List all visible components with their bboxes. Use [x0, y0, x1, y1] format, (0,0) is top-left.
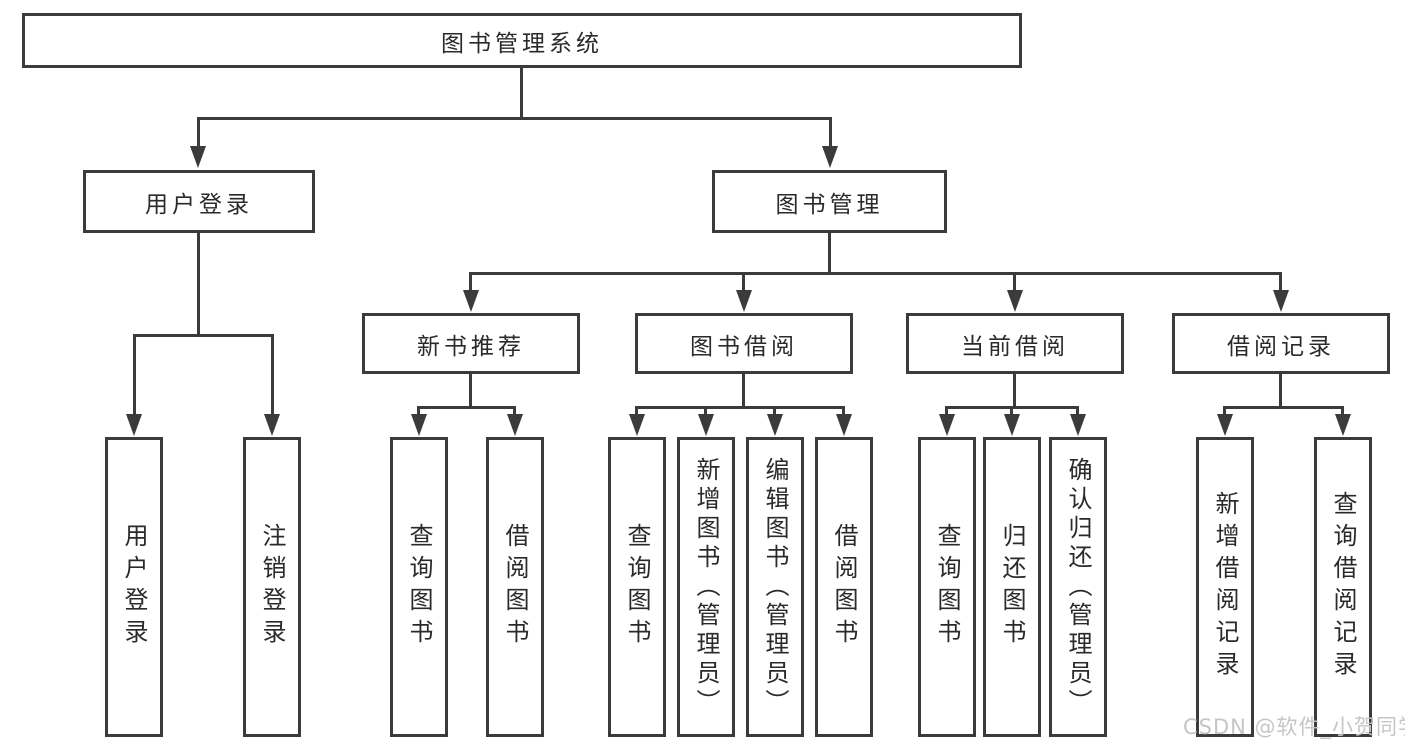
connector-mgmt-stem: [828, 233, 831, 274]
leaf-add-borrow-record: 新增借阅记录: [1196, 437, 1254, 737]
arrow-down-icon: [1217, 414, 1233, 436]
connector-borrow-stub: [635, 406, 638, 418]
leaf-query-book-recommend: 查询图书: [390, 437, 448, 737]
connector-newbook-stub: [417, 406, 420, 418]
arrow-down-icon: [736, 290, 752, 312]
arrow-down-icon: [836, 414, 852, 436]
connector-user-stem: [197, 233, 200, 337]
leaf-logout: 注销登录: [243, 437, 301, 737]
arrow-down-icon: [507, 414, 523, 436]
leaf-label: 新增图书（管理员）: [692, 456, 720, 718]
connector-root-stub-right: [829, 117, 832, 150]
leaf-borrow-book-recommend: 借阅图书: [486, 437, 544, 737]
connector-mgmt-branch: [469, 272, 1282, 275]
node-library-management-system: 图书管理系统: [22, 13, 1022, 68]
leaf-label: 归还图书: [998, 523, 1026, 651]
arrow-down-icon: [411, 414, 427, 436]
connector-user-stub: [271, 334, 274, 416]
leaf-label: 用户登录: [120, 523, 148, 651]
connector-newbook-stub: [513, 406, 516, 418]
node-current-borrowing: 当前借阅: [906, 313, 1124, 374]
connector-user-branch: [133, 334, 274, 337]
leaf-edit-book-admin: 编辑图书（管理员）: [746, 437, 804, 737]
connector-borrow-stub: [773, 406, 776, 418]
connector-mgmt-stub: [742, 272, 745, 292]
arrow-down-icon: [264, 414, 280, 436]
leaf-query-book-current: 查询图书: [918, 437, 976, 737]
connector-records-stem: [1279, 374, 1282, 408]
node-borrow-records: 借阅记录: [1172, 313, 1390, 374]
node-book-borrowing: 图书借阅: [635, 313, 853, 374]
connector-newbook-branch: [417, 406, 516, 409]
arrow-down-icon: [463, 290, 479, 312]
leaf-label: 查询图书: [405, 523, 433, 651]
leaf-label: 新增借阅记录: [1211, 491, 1239, 683]
connector-records-branch: [1223, 406, 1344, 409]
arrow-down-icon: [1335, 414, 1351, 436]
csdn-watermark: CSDN @软件_小贺同学: [1183, 715, 1405, 739]
leaf-add-book-admin: 新增图书（管理员）: [677, 437, 735, 737]
arrow-down-icon: [190, 146, 206, 168]
leaf-label: 借阅图书: [501, 523, 529, 651]
connector-current-stub: [1010, 406, 1013, 418]
leaf-label: 确认归还（管理员）: [1064, 456, 1092, 718]
arrow-down-icon: [767, 414, 783, 436]
leaf-return-book: 归还图书: [983, 437, 1041, 737]
arrow-down-icon: [698, 414, 714, 436]
leaf-label: 借阅图书: [830, 523, 858, 651]
connector-records-stub: [1341, 406, 1344, 418]
connector-borrow-stub: [704, 406, 707, 418]
arrow-down-icon: [1004, 414, 1020, 436]
node-new-book-recommend: 新书推荐: [362, 313, 580, 374]
connector-root-branch: [197, 117, 832, 120]
node-user-login: 用户登录: [83, 170, 315, 233]
leaf-query-book-borrow: 查询图书: [608, 437, 666, 737]
arrow-down-icon: [822, 146, 838, 168]
connector-borrow-branch: [635, 406, 845, 409]
leaf-label: 查询图书: [933, 523, 961, 651]
leaf-label: 注销登录: [258, 523, 286, 651]
connector-newbook-stem: [469, 374, 472, 408]
connector-current-stub: [945, 406, 948, 418]
connector-records-stub: [1223, 406, 1226, 418]
node-book-management: 图书管理: [712, 170, 947, 233]
leaf-label: 编辑图书（管理员）: [761, 456, 789, 718]
arrow-down-icon: [126, 414, 142, 436]
connector-borrow-stem: [742, 374, 745, 408]
arrow-down-icon: [1273, 290, 1289, 312]
leaf-query-borrow-record: 查询借阅记录: [1314, 437, 1372, 737]
leaf-confirm-return-admin: 确认归还（管理员）: [1049, 437, 1107, 737]
arrow-down-icon: [1070, 414, 1086, 436]
connector-mgmt-stub: [1279, 272, 1282, 292]
leaf-user-login: 用户登录: [105, 437, 163, 737]
leaf-label: 查询借阅记录: [1329, 491, 1357, 683]
connector-borrow-stub: [842, 406, 845, 418]
leaf-borrow-book: 借阅图书: [815, 437, 873, 737]
connector-current-stub: [1076, 406, 1079, 418]
arrow-down-icon: [939, 414, 955, 436]
connector-user-stub: [133, 334, 136, 416]
connector-current-stem: [1013, 374, 1016, 408]
connector-root-stem: [520, 68, 523, 117]
arrow-down-icon: [629, 414, 645, 436]
arrow-down-icon: [1007, 290, 1023, 312]
leaf-label: 查询图书: [623, 523, 651, 651]
connector-mgmt-stub: [1013, 272, 1016, 292]
connector-root-stub-left: [197, 117, 200, 150]
connector-mgmt-stub: [469, 272, 472, 292]
